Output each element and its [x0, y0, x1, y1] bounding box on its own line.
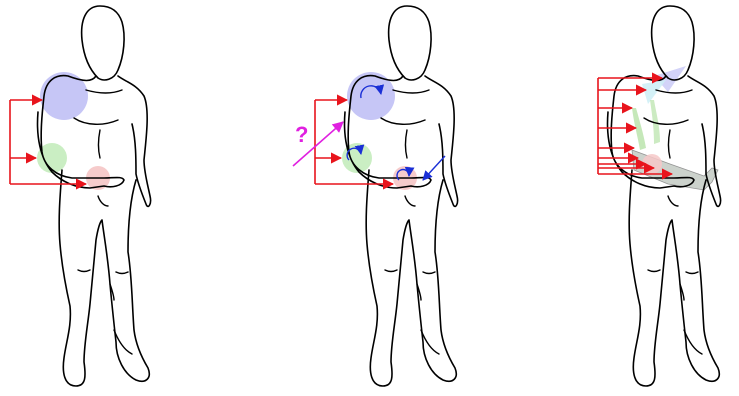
- panel-muscle-actuators: [598, 6, 721, 386]
- question-arrow-icon: ?: [293, 122, 343, 166]
- human-figure-icon: [38, 6, 151, 386]
- panel-joint-rotations: ?: [293, 6, 458, 386]
- muscle-shape: [632, 108, 646, 150]
- human-figure-icon: [608, 6, 721, 386]
- panel-joint-targets: [10, 6, 151, 386]
- human-figure-icon: [345, 6, 458, 386]
- question-mark: ?: [295, 122, 308, 147]
